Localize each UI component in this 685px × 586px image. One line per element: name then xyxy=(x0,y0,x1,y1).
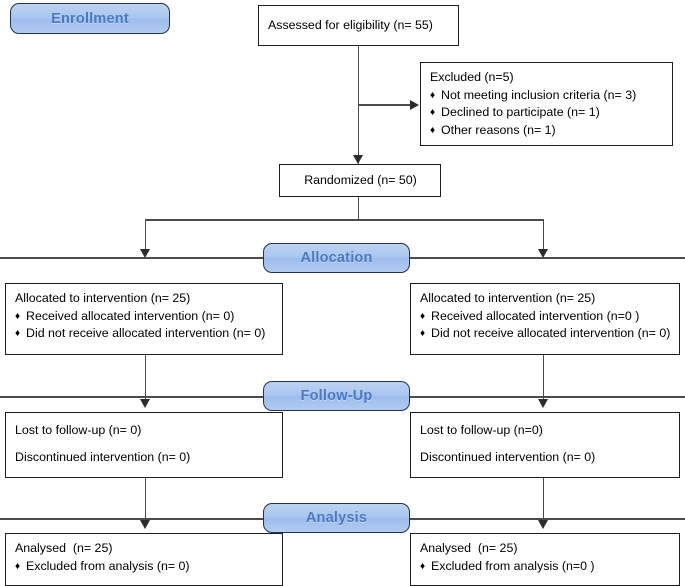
excluded-title: Excluded (n=5) xyxy=(430,70,514,84)
allocation-left-item-0: ♦ Received allocated intervention (n= 0) xyxy=(15,308,274,326)
connector-allocation-split-bar xyxy=(145,219,544,221)
bullet-icon: ♦ xyxy=(430,89,436,101)
allocation-left-item-1: ♦ Did not receive allocated intervention … xyxy=(15,325,274,343)
box-excluded: Excluded (n=5) ♦ Not meeting inclusion cr… xyxy=(420,62,673,146)
stage-badge-enrollment: Enrollment xyxy=(10,3,170,34)
analysis-right-item-0: ♦ Excluded from analysis (n=0 ) xyxy=(420,558,671,576)
bullet-icon: ♦ xyxy=(430,124,436,136)
bullet-icon: ♦ xyxy=(15,328,21,340)
excluded-reason-0: ♦ Not meeting inclusion criteria (n= 3) xyxy=(430,87,664,105)
assessed-title: Assessed for eligibility (n= 55) xyxy=(268,18,433,33)
allocation-right-title: Allocated to intervention (n= 25) xyxy=(420,291,596,305)
spacer xyxy=(15,440,274,449)
box-analysis-right: Analysed (n= 25) ♦ Excluded from analysis… xyxy=(410,533,680,586)
arrow-into-followup-left xyxy=(140,399,150,408)
allocation-left-item-0-text: Received allocated intervention (n= 0) xyxy=(26,308,235,323)
followup-rule-left xyxy=(0,396,268,398)
allocation-right-item-1-text: Did not receive allocated intervention (… xyxy=(431,326,671,341)
followup-left-lost: Lost to follow-up (n= 0) xyxy=(15,423,142,437)
arrow-into-analysis-left xyxy=(140,520,150,529)
connector-alloc-left-to-followup xyxy=(144,355,147,401)
analysis-rule-right xyxy=(406,518,685,520)
connector-to-excluded xyxy=(358,104,412,106)
excluded-reason-1: ♦ Declined to participate (n= 1) xyxy=(430,104,664,122)
connector-followup-left-to-analysis xyxy=(144,478,147,522)
followup-right-lost: Lost to follow-up (n=0) xyxy=(420,423,543,437)
arrow-into-analysis-right xyxy=(538,520,548,529)
stage-badge-analysis: Analysis xyxy=(263,503,410,533)
connector-alloc-right-to-followup xyxy=(542,355,545,401)
allocation-right-item-0: ♦ Received allocated intervention (n=0 ) xyxy=(420,308,671,326)
box-randomized: Randomized (n= 50) xyxy=(279,164,441,197)
box-allocation-right: Allocated to intervention (n= 25) ♦ Recei… xyxy=(410,283,680,355)
analysis-right-item-0-text: Excluded from analysis (n=0 ) xyxy=(431,558,595,573)
analysis-rule-left xyxy=(0,518,268,520)
analysis-left-item-0-text: Excluded from analysis (n= 0) xyxy=(26,558,190,573)
box-allocation-left: Allocated to intervention (n= 25) ♦ Recei… xyxy=(5,283,283,355)
followup-right-discontinued: Discontinued intervention (n= 0) xyxy=(420,449,596,464)
excluded-reason-1-text: Declined to participate (n= 1) xyxy=(441,105,600,120)
box-followup-left: Lost to follow-up (n= 0) Discontinued in… xyxy=(5,412,283,478)
allocation-right-item-1: ♦ Did not receive allocated intervention … xyxy=(420,325,671,343)
bullet-icon: ♦ xyxy=(430,107,436,119)
bullet-icon: ♦ xyxy=(15,310,21,322)
arrow-into-followup-right xyxy=(538,399,548,408)
excluded-reason-2: ♦ Other reasons (n= 1) xyxy=(430,122,664,140)
connector-allocation-right-drop xyxy=(542,219,545,253)
analysis-left-item-0: ♦ Excluded from analysis (n= 0) xyxy=(15,558,274,576)
analysis-left-title: Analysed (n= 25) xyxy=(15,541,113,555)
bullet-icon: ♦ xyxy=(420,328,426,340)
allocation-right-item-0-text: Received allocated intervention (n=0 ) xyxy=(431,308,640,323)
analysis-right-title: Analysed (n= 25) xyxy=(420,541,518,555)
connector-allocation-left-drop xyxy=(144,219,147,253)
box-analysis-left: Analysed (n= 25) ♦ Excluded from analysis… xyxy=(5,533,283,586)
arrow-into-allocation-left xyxy=(140,249,150,258)
arrow-into-allocation-right xyxy=(538,249,548,258)
spacer xyxy=(420,440,671,449)
randomized-title: Randomized (n= 50) xyxy=(304,173,417,188)
connector-randomized-stem xyxy=(357,197,360,220)
bullet-icon: ♦ xyxy=(420,310,426,322)
followup-left-discontinued: Discontinued intervention (n= 0) xyxy=(15,449,191,464)
allocation-rule-left xyxy=(0,257,268,259)
excluded-reason-0-text: Not meeting inclusion criteria (n= 3) xyxy=(441,87,637,102)
followup-rule-right xyxy=(406,396,685,398)
box-followup-right: Lost to follow-up (n=0) Discontinued int… xyxy=(410,412,680,478)
allocation-left-item-1-text: Did not receive allocated intervention (… xyxy=(26,326,266,341)
allocation-left-title: Allocated to intervention (n= 25) xyxy=(15,291,191,305)
stage-badge-allocation: Allocation xyxy=(263,243,410,273)
bullet-icon: ♦ xyxy=(420,560,426,572)
arrow-into-excluded xyxy=(410,99,419,110)
connector-followup-right-to-analysis xyxy=(542,478,545,522)
arrow-into-randomized xyxy=(352,155,363,164)
stage-badge-followup: Follow-Up xyxy=(263,381,410,411)
excluded-reason-2-text: Other reasons (n= 1) xyxy=(441,122,556,137)
box-assessed-for-eligibility: Assessed for eligibility (n= 55) xyxy=(258,5,459,46)
bullet-icon: ♦ xyxy=(15,560,21,572)
